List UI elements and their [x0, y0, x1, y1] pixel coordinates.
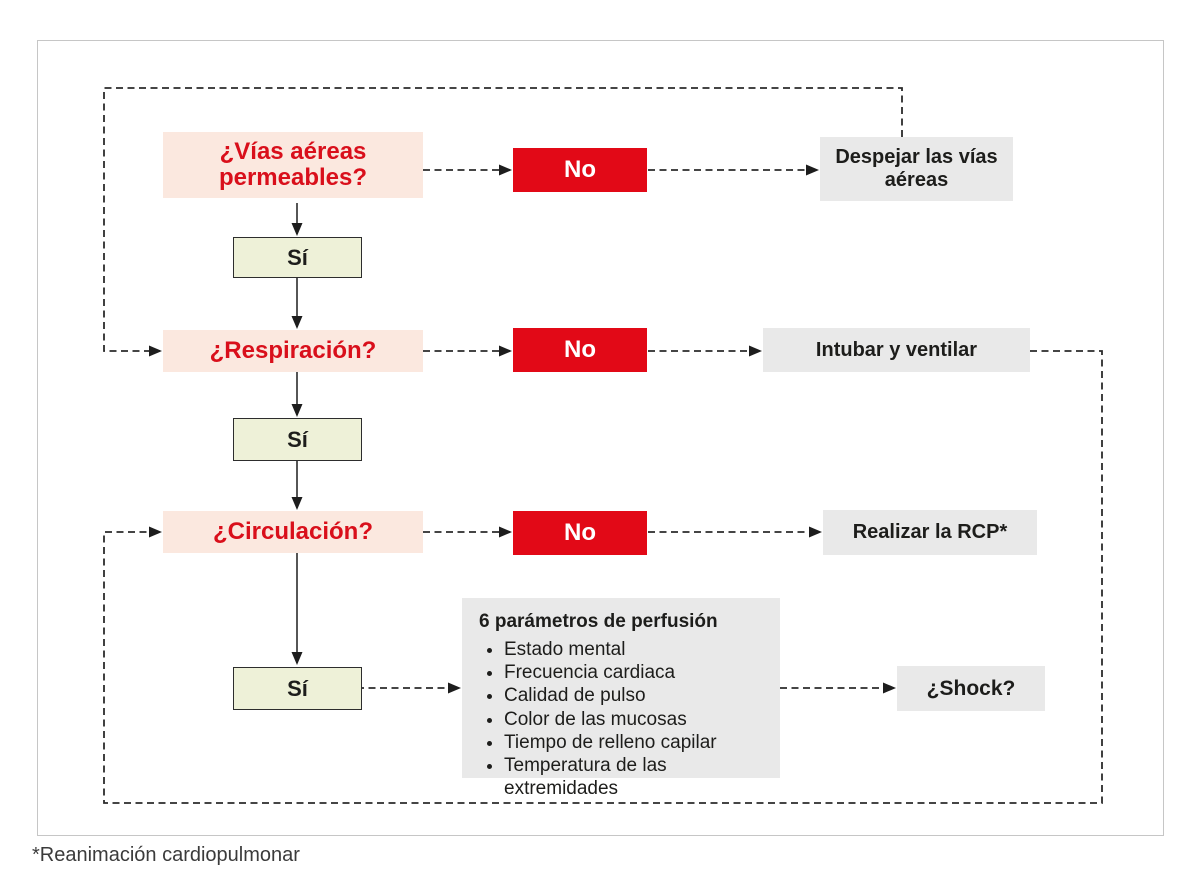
airway-question-box: ¿Vías aéreas permeables?	[163, 132, 423, 198]
perfusion-item: Estado mental	[504, 638, 770, 661]
circulation-question-box: ¿Circulación?	[163, 511, 423, 553]
shock-question-box: ¿Shock?	[897, 666, 1045, 711]
perfusion-title: 6 parámetros de perfusión	[479, 611, 718, 632]
circulation-yes-box: Sí	[233, 667, 362, 710]
perfusion-item: Calidad de pulso	[504, 684, 770, 707]
intubate-ventilate-action-box: Intubar y ventilar	[763, 328, 1030, 372]
perfusion-item: Tiempo de relleno capilar	[504, 731, 770, 754]
breathing-yes-box: Sí	[233, 418, 362, 461]
airway-no-box: No	[513, 148, 647, 192]
airway-yes-box: Sí	[233, 237, 362, 278]
dashed-loop-intubate-to-circulation	[103, 350, 1103, 804]
perfusion-list: Estado mental Frecuencia cardiaca Calida…	[479, 638, 770, 800]
clear-airway-action-box: Despejar las vías aéreas	[820, 137, 1013, 201]
rcp-action-box: Realizar la RCP*	[823, 510, 1037, 555]
perfusion-item: Temperatura de las extremidades	[504, 754, 770, 800]
breathing-no-box: No	[513, 328, 647, 372]
footnote: *Reanimación cardiopulmonar	[32, 844, 300, 866]
perfusion-item: Color de las mucosas	[504, 708, 770, 731]
circulation-no-box: No	[513, 511, 647, 555]
dashed-loop-clear-airway-to-breathing	[103, 87, 903, 357]
perfusion-parameters-box: 6 parámetros de perfusión Estado mental …	[462, 598, 780, 799]
breathing-question-box: ¿Respiración?	[163, 330, 423, 372]
perfusion-item: Frecuencia cardiaca	[504, 661, 770, 684]
